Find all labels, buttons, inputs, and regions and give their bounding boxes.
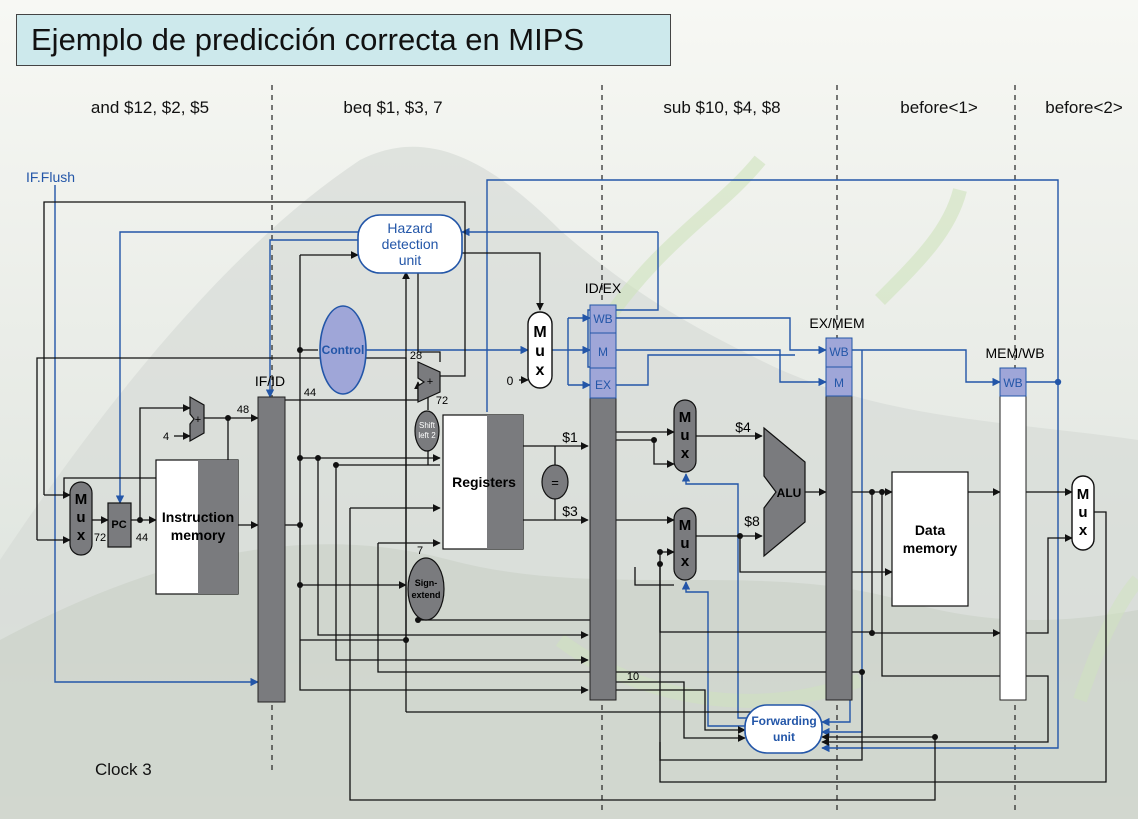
- id-ex-register: [589, 397, 617, 701]
- forward-a-mux-u: u: [680, 427, 689, 444]
- control-mux-zero: 0: [507, 374, 514, 388]
- alu-in-b-value: $8: [744, 513, 760, 529]
- sign-extend-line2: extend: [411, 590, 440, 600]
- if-flush-label: IF.Flush: [26, 169, 75, 185]
- instruction-memory-line1: Instruction: [162, 509, 234, 525]
- forwarding-line1: Forwarding: [751, 714, 816, 728]
- stage-dividers: [271, 85, 1016, 810]
- stage-label-if: and $12, $2, $5: [90, 98, 210, 117]
- writeback-mux: [1071, 475, 1095, 551]
- stage-label-mem: before<1>: [900, 98, 978, 117]
- control-label: Control: [322, 343, 365, 357]
- forward-a-mux-x: x: [681, 445, 690, 462]
- if-id-label: IF/ID: [255, 373, 285, 389]
- if-id-pc-value: 44: [304, 387, 316, 399]
- ex-mem-m-field: M: [834, 376, 844, 390]
- forward-a-mux: [673, 399, 697, 473]
- shift-label-line1: Shift: [419, 421, 436, 430]
- pc-in-value: 72: [94, 532, 106, 544]
- if-id-register: [257, 396, 286, 703]
- mem-wb-label: MEM/WB: [985, 345, 1044, 361]
- pc-adder-out: 48: [237, 404, 249, 416]
- pc-mux-m: M: [75, 491, 88, 508]
- forwarding-unit: [744, 704, 823, 754]
- ex-mem-wb-field: WB: [829, 345, 848, 359]
- data-memory: [891, 471, 969, 607]
- equality-symbol: =: [551, 475, 559, 490]
- slide-title: Ejemplo de predicción correcta en MIPS: [16, 14, 671, 66]
- pc-adder-plus: +: [195, 414, 201, 426]
- sign-extend-value: 7: [417, 545, 423, 557]
- writeback-mux-u: u: [1078, 504, 1087, 521]
- mem-wb-wb-field: WB: [1003, 376, 1022, 390]
- alu: [763, 426, 806, 558]
- forward-a-mux-m: M: [679, 409, 692, 426]
- alu-label: ALU: [777, 486, 802, 500]
- hazard-label-line3: unit: [399, 252, 422, 268]
- control-unit: [319, 305, 367, 395]
- rs-value: $1: [562, 429, 578, 445]
- forward-b-mux-x: x: [681, 553, 690, 570]
- pc-register: [107, 502, 132, 548]
- pc-mux-u: u: [76, 509, 85, 526]
- pc-label: PC: [111, 519, 126, 531]
- id-ex-rd-value: 10: [627, 671, 639, 683]
- data-memory-line2: memory: [903, 540, 958, 556]
- mem-wb-register: [999, 395, 1027, 701]
- data-memory-line1: Data: [915, 522, 946, 538]
- branch-adder-out-value: 72: [436, 395, 448, 407]
- register-file-shade: [487, 415, 523, 549]
- id-ex-m-field: M: [598, 345, 608, 359]
- pc-mux-x: x: [77, 527, 86, 544]
- alu-in-a-value: $4: [735, 419, 751, 435]
- sign-extend-line1: Sign-: [415, 578, 438, 588]
- id-ex-ex-field: EX: [595, 378, 611, 392]
- stage-label-id: beq $1, $3, 7: [343, 98, 443, 117]
- pc-mux: [69, 481, 93, 556]
- shift-label-line2: left 2: [418, 431, 436, 440]
- instruction-memory-line2: memory: [171, 527, 226, 543]
- control-mux: [527, 311, 553, 389]
- equality-comparator: [541, 464, 569, 500]
- ex-mem-register: [825, 395, 853, 701]
- pc-adder: [189, 395, 205, 443]
- branch-adder: [417, 361, 441, 403]
- id-ex-control-fields: [589, 304, 617, 399]
- rt-value: $3: [562, 503, 578, 519]
- writeback-mux-x: x: [1079, 522, 1088, 539]
- forwarding-line2: unit: [773, 730, 795, 744]
- forward-b-mux-u: u: [680, 535, 689, 552]
- branch-adder-in-value: 28: [410, 350, 422, 362]
- pc-out-value: 44: [136, 532, 148, 544]
- forward-b-mux: [673, 507, 697, 581]
- sign-extend: [407, 557, 445, 621]
- clock-label: Clock 3: [95, 760, 152, 779]
- pc-adder-four: 4: [163, 431, 169, 443]
- id-ex-wb-field: WB: [593, 312, 612, 326]
- shift-left-2: [414, 410, 440, 452]
- stage-label-wb: before<2>: [1045, 98, 1123, 117]
- ex-mem-label: EX/MEM: [809, 315, 864, 331]
- branch-adder-plus: +: [427, 376, 433, 388]
- instruction-memory-shade: [198, 460, 238, 594]
- writeback-mux-m: M: [1077, 486, 1090, 503]
- hazard-detection-unit: [357, 214, 463, 274]
- hazard-label-line2: detection: [382, 236, 439, 252]
- id-ex-label: ID/EX: [585, 280, 622, 296]
- control-mux-x: x: [536, 362, 545, 379]
- hazard-label-line1: Hazard: [387, 220, 432, 236]
- stage-label-ex: sub $10, $4, $8: [663, 98, 781, 117]
- forward-b-mux-m: M: [679, 517, 692, 534]
- control-mux-m: M: [533, 324, 546, 341]
- wire-junctions: [137, 347, 938, 740]
- mem-wb-control-fields: [999, 367, 1027, 397]
- control-mux-u: u: [535, 343, 545, 360]
- registers-label: Registers: [452, 474, 516, 490]
